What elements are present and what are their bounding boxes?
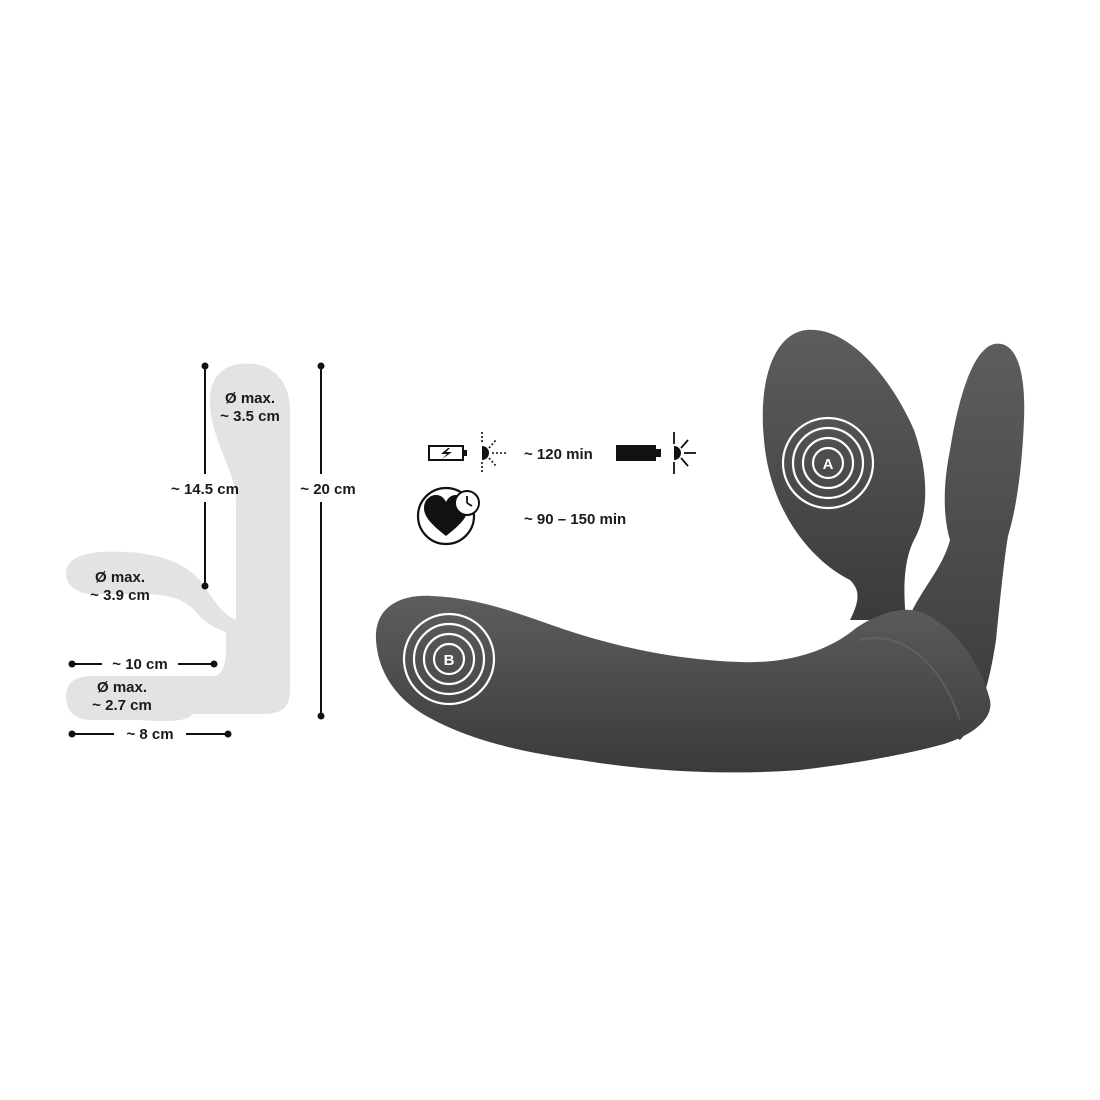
silhouette-group: Ø max. ~ 3.5 cm Ø max. ~ 3.9 cm Ø max. ~…	[66, 362, 356, 743]
charge-time-label: ~ 120 min	[524, 446, 593, 463]
light-icon	[673, 432, 696, 474]
battery-full-icon	[616, 445, 661, 461]
mid-diameter-label: Ø max.	[95, 569, 145, 586]
vibration-rings-icon	[402, 612, 496, 706]
motor-b-label: B	[444, 652, 455, 669]
total-length-dimension: ~ 20 cm	[300, 362, 356, 720]
light-dashed-icon	[481, 432, 506, 474]
base-width-dimension: ~ 8 cm	[68, 726, 232, 743]
battery-charging-icon	[428, 445, 467, 461]
product-silhouette	[66, 363, 290, 722]
usage-time-label: ~ 90 – 150 min	[524, 511, 626, 528]
heart-clock-icon	[416, 486, 480, 546]
top-diameter-label: Ø max.	[225, 390, 275, 407]
gap-length-label: ~ 10 cm	[112, 656, 167, 673]
inner-length-dimension: ~ 14.5 cm	[171, 362, 239, 590]
low-diameter-label: Ø max.	[97, 679, 147, 696]
product-highlight	[859, 637, 961, 721]
gap-length-dimension: ~ 10 cm	[68, 656, 218, 673]
product-main-body	[375, 595, 991, 773]
top-diameter-value: ~ 3.5 cm	[220, 408, 280, 425]
low-diameter-value: ~ 2.7 cm	[92, 697, 152, 714]
product-image: A B	[375, 329, 1025, 773]
runtime-info: ~ 120 min ~ 90 – 150 min	[416, 432, 696, 546]
total-length-label: ~ 20 cm	[300, 481, 355, 498]
inner-length-label: ~ 14.5 cm	[171, 481, 239, 498]
mid-diameter-value: ~ 3.9 cm	[90, 587, 150, 604]
vibration-rings-icon	[781, 416, 875, 510]
base-width-label: ~ 8 cm	[126, 726, 173, 743]
product-bulb-arm	[762, 329, 926, 620]
motor-a-label: A	[823, 456, 834, 473]
